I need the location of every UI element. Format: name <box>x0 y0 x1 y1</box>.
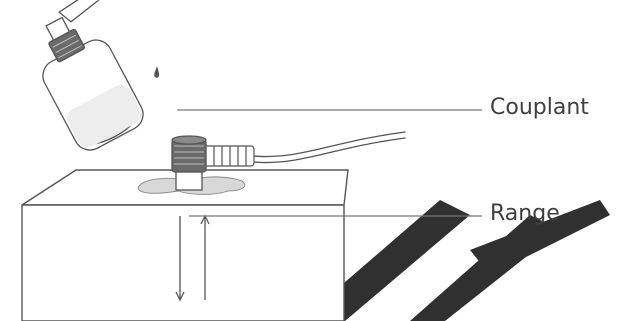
range-arrows-icon <box>175 214 210 302</box>
range-label: Range <box>490 201 560 226</box>
probe-cable-shape <box>252 131 406 164</box>
watermark-graphic <box>300 200 610 321</box>
couplant-label: Couplant <box>490 95 589 120</box>
probe-connector-shape <box>203 145 255 167</box>
ultrasonic-probe-icon <box>171 135 207 191</box>
couplant-bottle-icon <box>42 0 144 151</box>
couplant-drop-shape <box>154 66 160 78</box>
